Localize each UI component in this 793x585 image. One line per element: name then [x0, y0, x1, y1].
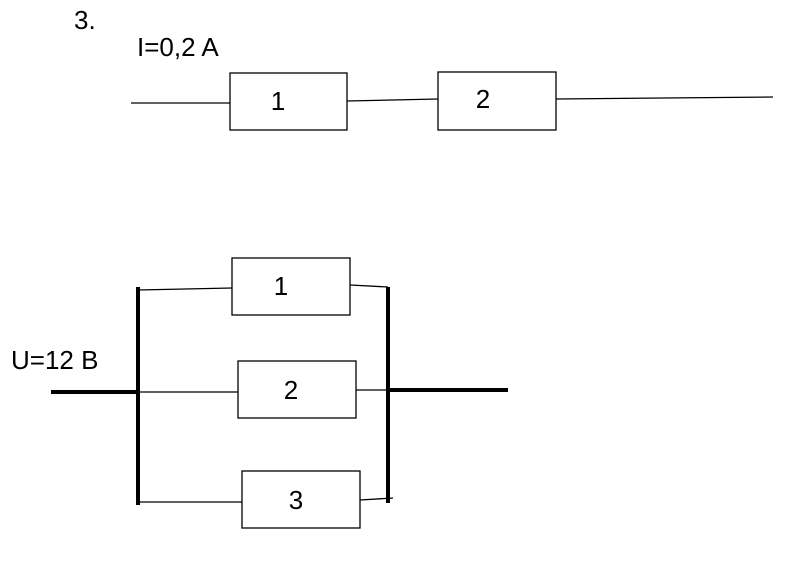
parallel-branch-2: 2	[138, 360, 388, 419]
parallel-resistor-1-label: 1	[274, 271, 288, 301]
parallel-resistor-3-box	[241, 470, 361, 529]
parallel-resistor-2-box	[237, 360, 357, 419]
parallel-resistor-3-label: 3	[289, 485, 303, 515]
parallel-resistor-1-box	[231, 257, 351, 316]
parallel-branch-3: 3	[138, 470, 394, 529]
parallel-resistor-2-label: 2	[284, 375, 298, 405]
series-wire-middle	[346, 98, 439, 102]
branch-3-wire-right	[359, 497, 394, 501]
series-circuit: I=0,2 A 1 2	[131, 32, 774, 131]
series-wire-out	[555, 96, 774, 100]
series-resistor-1: 1	[229, 72, 348, 131]
branch-1-wire-left	[137, 287, 233, 291]
voltage-label: U=12 B	[11, 345, 98, 375]
series-resistor-2-label: 2	[476, 84, 490, 114]
parallel-circuit: U=12 B 1 2 3	[11, 257, 508, 529]
problem-number: 3.	[74, 5, 96, 35]
series-resistor-2: 2	[437, 71, 557, 131]
branch-1-wire-right	[349, 284, 389, 288]
series-resistor-1-label: 1	[271, 86, 285, 116]
current-label: I=0,2 A	[137, 32, 219, 62]
series-resistor-1-box	[229, 72, 348, 131]
series-resistor-2-box	[437, 71, 557, 131]
parallel-branch-1: 1	[137, 257, 389, 316]
